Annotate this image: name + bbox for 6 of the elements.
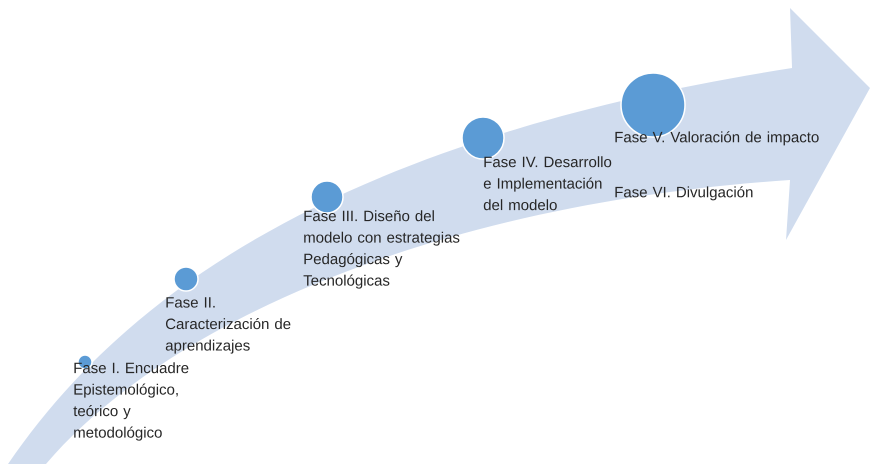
circle-marker bbox=[173, 266, 199, 292]
phase-label: Fase IV. Desarrollo e Implementación del modelo bbox=[484, 156, 612, 210]
phase-label: Fase III. Diseño del modelo con estrategias Pedagógicas y Tecnológicas bbox=[304, 210, 460, 289]
phase-label: Fase I. Encuadre Epistemológico, teórico y metodológico bbox=[73, 362, 188, 441]
phase-label: Fase VI. Divulgación bbox=[615, 186, 752, 200]
phase-label: Fase II. Caracterización de aprendizajes bbox=[166, 297, 290, 354]
